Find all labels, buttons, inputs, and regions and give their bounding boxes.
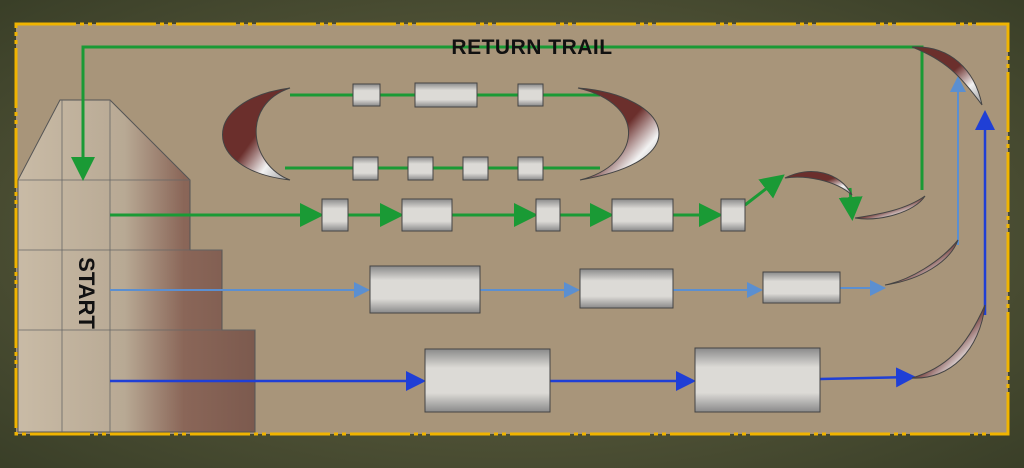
start-area: START: [62, 250, 110, 335]
start-label: START: [74, 256, 100, 329]
berm: [854, 195, 926, 220]
green-trail: [71, 45, 924, 227]
berm: [911, 46, 983, 106]
light-blue-trail: [110, 76, 966, 298]
berm: [784, 171, 853, 196]
return-trail-label: RETURN TRAIL: [451, 36, 613, 59]
berm: [884, 239, 959, 286]
rollers: [321, 82, 841, 413]
start-grid: [18, 100, 255, 432]
blue-trail: [110, 110, 995, 391]
loop-berm-right: [577, 87, 660, 181]
berm: [911, 304, 986, 379]
loop-berm-left: [222, 87, 291, 181]
